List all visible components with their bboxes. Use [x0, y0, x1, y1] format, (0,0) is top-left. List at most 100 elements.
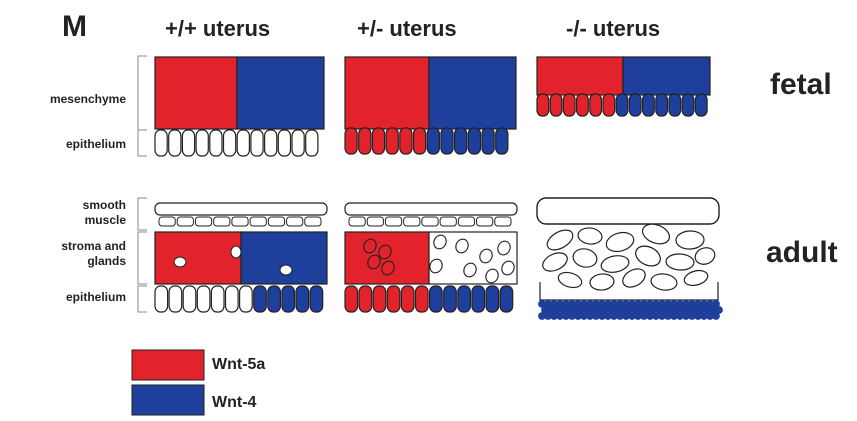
adult-wt-stroma-wnt5a: [155, 232, 241, 284]
adult-wt-smooth-muscle-cell: [159, 217, 175, 226]
adult-het-smooth-muscle-cell: [367, 217, 383, 226]
adult-null-stromal-cell: [540, 249, 570, 274]
adult-het-epithelial-cell: [373, 286, 386, 312]
fetal-null-epithelial-cell: [656, 94, 668, 116]
fetal-het-epithelial-cell: [468, 128, 480, 154]
adult-wt-epithelial-cell: [282, 286, 295, 312]
fetal-null-epithelial-cell: [629, 94, 641, 116]
adult-het-smooth-muscle-cell: [422, 217, 438, 226]
fetal-null-epithelial-cell: [550, 94, 562, 116]
fetal-wt-epithelial-cell: [224, 130, 236, 156]
fetal-het-epithelial-cell: [427, 128, 439, 154]
fetal-null-epithelial-cell: [669, 94, 681, 116]
fetal-null-epithelial-cell: [577, 94, 589, 116]
fetal-wt-epithelial-cell: [182, 130, 194, 156]
fetal-wt-epithelial-cell: [278, 130, 290, 156]
adult-null-stromal-cell: [600, 253, 631, 274]
fetal-null-epithelial-cell: [682, 94, 694, 116]
adult-wt-smooth-muscle-cell: [305, 217, 321, 226]
bracket-smooth-muscle: [138, 198, 147, 230]
adult-wt-gland: [280, 265, 292, 275]
adult-wt-smooth-muscle-cell: [195, 217, 211, 226]
adult-null-stromal-cell: [571, 247, 598, 270]
adult-null-stromal-cell: [650, 272, 678, 291]
adult-het-smooth-muscle-cell: [404, 217, 420, 226]
adult-het-epithelial-cell: [500, 286, 513, 312]
bracket-stroma: [138, 232, 147, 284]
fetal-het-epithelial-cell: [386, 128, 398, 154]
fetal-het-epithelial-cell: [359, 128, 371, 154]
adult-wt-smooth-muscle-cell: [268, 217, 284, 226]
adult-wt-epithelial-cell: [254, 286, 267, 312]
bracket-fetal-epithelium: [138, 130, 147, 156]
legend-swatch-wnt5a: [132, 350, 204, 380]
fetal-wt-epithelial-cell: [237, 130, 249, 156]
fetal-wt-epithelial-cell: [251, 130, 263, 156]
fetal-het-epithelial-cell: [482, 128, 494, 154]
adult-wt-epithelial-cell: [197, 286, 210, 312]
adult-null-stromal-cell: [604, 229, 636, 254]
adult-null-stromal-cell: [666, 253, 695, 270]
fetal-wt-epithelial-cell: [306, 130, 318, 156]
fetal-null-epithelial-cell: [643, 94, 655, 116]
adult-het-epithelial-cell: [416, 286, 429, 312]
adult-wt-gland: [231, 246, 241, 258]
fetal-het-epithelial-cell: [400, 128, 412, 154]
adult-het-smooth-muscle-cell: [385, 217, 401, 226]
fetal-wt-epithelial-cell: [155, 130, 167, 156]
adult-het-smooth-muscle-cell: [458, 217, 474, 226]
adult-wt-gland: [174, 257, 186, 267]
adult-het-epithelial-cell: [430, 286, 443, 312]
adult-wt-epithelial-cell: [296, 286, 309, 312]
fetal-het-epithelial-cell: [345, 128, 357, 154]
fetal-het-epithelial-cell: [372, 128, 384, 154]
fetal-null-epithelial-cell: [563, 94, 575, 116]
fetal-het-mesenchyme-wnt5a: [345, 57, 429, 129]
fetal-null-epithelial-cell: [603, 94, 615, 116]
adult-wt-epithelial-cell: [183, 286, 196, 312]
fetal-null-mesenchyme-wnt5a: [537, 57, 623, 95]
adult-het-epithelial-cell: [401, 286, 414, 312]
adult-wt-epithelial-cell: [310, 286, 323, 312]
adult-wt-smooth-muscle-cell: [177, 217, 193, 226]
fetal-wt-epithelial-cell: [169, 130, 181, 156]
adult-wt-smooth-muscle-outer: [155, 203, 327, 215]
adult-null-epithelial-cell: [713, 313, 720, 320]
adult-null-stromal-cell: [556, 270, 583, 290]
adult-het-smooth-muscle-cell: [349, 217, 365, 226]
adult-het-smooth-muscle-cell: [495, 217, 511, 226]
bracket-adult-epithelium: [138, 286, 147, 312]
adult-wt-smooth-muscle-cell: [287, 217, 303, 226]
legend-swatch-wnt4: [132, 385, 204, 415]
adult-het-smooth-muscle-cell: [477, 217, 493, 226]
fetal-wt-mesenchyme-wnt5a: [155, 57, 237, 129]
fetal-wt-mesenchyme-wnt4: [237, 57, 324, 129]
fetal-null-epithelial-cell: [695, 94, 707, 116]
adult-null-stromal-cell: [544, 226, 576, 254]
adult-null-stromal-cell: [577, 227, 603, 246]
adult-wt-epithelial-cell: [169, 286, 182, 312]
adult-null-stromal-cell: [632, 242, 663, 270]
adult-wt-stroma-wnt4: [241, 232, 327, 284]
adult-het-epithelial-cell: [387, 286, 400, 312]
adult-het-smooth-muscle-cell: [440, 217, 456, 226]
fetal-null-epithelial-cell: [537, 94, 549, 116]
adult-null-stromal-cell: [683, 268, 710, 288]
adult-het-smooth-muscle-outer: [345, 203, 517, 215]
fetal-het-epithelial-cell: [414, 128, 426, 154]
bracket-mesenchyme: [138, 56, 147, 130]
adult-het-epithelial-cell: [444, 286, 457, 312]
adult-het-epithelial-cell: [359, 286, 372, 312]
fetal-null-epithelial-cell: [616, 94, 628, 116]
adult-wt-smooth-muscle-cell: [250, 217, 266, 226]
adult-wt-epithelial-cell: [268, 286, 281, 312]
fetal-het-epithelial-cell: [496, 128, 508, 154]
adult-wt-smooth-muscle-cell: [214, 217, 230, 226]
fetal-wt-epithelial-cell: [196, 130, 208, 156]
adult-het-epithelial-cell: [345, 286, 358, 312]
adult-wt-epithelial-cell: [211, 286, 224, 312]
fetal-het-epithelial-cell: [441, 128, 453, 154]
fetal-wt-epithelial-cell: [265, 130, 277, 156]
adult-wt-smooth-muscle-cell: [232, 217, 248, 226]
